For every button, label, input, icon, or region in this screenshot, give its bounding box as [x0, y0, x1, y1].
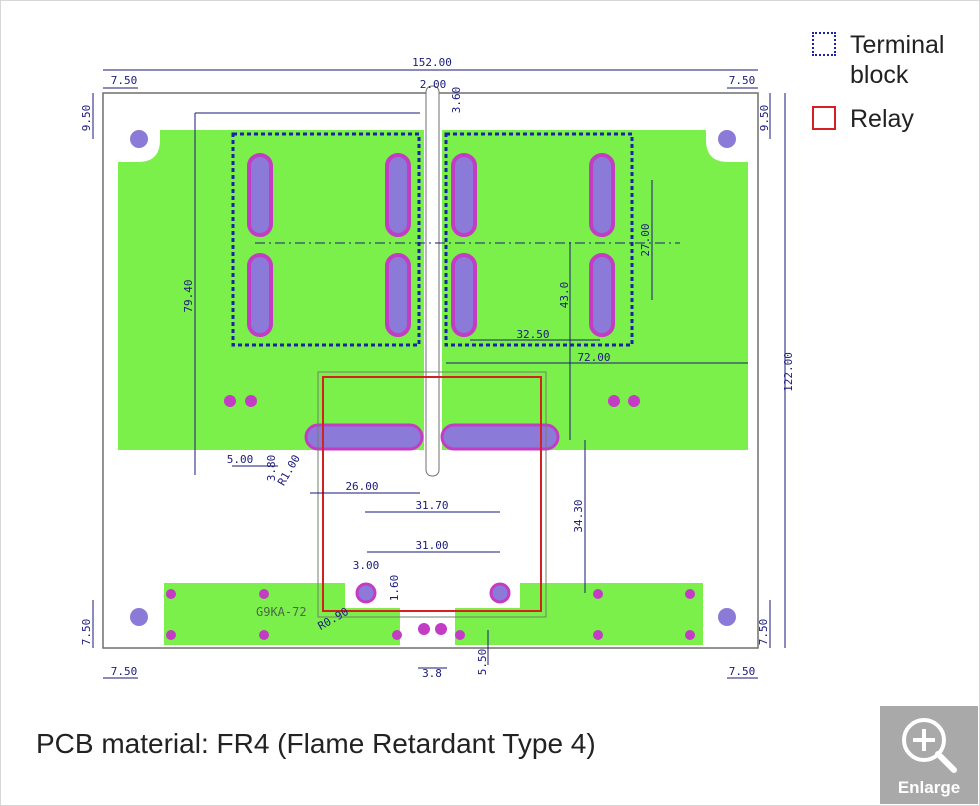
- small-pads: [166, 395, 695, 640]
- dim-31: 31.00: [415, 539, 448, 552]
- dim-slot-offset: 3.60: [450, 87, 463, 114]
- isolation-slot: [425, 85, 440, 477]
- relay-pad-right: [440, 423, 560, 451]
- relay-swatch: [812, 106, 836, 130]
- legend-label-relay: Relay: [850, 105, 914, 133]
- legend-item-relay: Relay: [812, 104, 970, 134]
- legend: Terminal block Relay: [812, 30, 970, 148]
- dim-34-3: 34.30: [572, 499, 585, 532]
- board-label: G9KA-72: [256, 605, 307, 619]
- copper-bottom-right: [455, 583, 703, 645]
- dim-top-left-v: 9.50: [80, 105, 93, 132]
- dim-height-79: 79.40: [182, 279, 195, 312]
- enlarge-label: Enlarge: [897, 778, 961, 797]
- terminal-block-left: [231, 132, 421, 347]
- dim-3-8: 3.80: [265, 455, 278, 482]
- dim-top-right-v: 9.50: [758, 105, 771, 132]
- dim-height-43: 43.0: [558, 282, 571, 309]
- dim-31-7: 31.70: [415, 499, 448, 512]
- dim-slot-width: 2.00: [420, 78, 447, 91]
- relay-pad-left: [304, 423, 424, 451]
- dimension-lines: [92, 69, 786, 679]
- terminal-block-swatch: [812, 32, 836, 56]
- legend-item-terminal-block: Terminal block: [812, 30, 970, 90]
- relay-silk: [317, 371, 547, 618]
- dim-pitch-32: 32.50: [516, 328, 549, 341]
- dim-bottom-left-v: 7.50: [80, 619, 93, 646]
- dim-width-72: 72.00: [577, 351, 610, 364]
- dim-overall-width: 152.00: [412, 56, 452, 69]
- legend-label-terminal-block: Terminal block: [850, 31, 945, 89]
- copper-bottom-left: [164, 583, 400, 645]
- dim-1-6: 1.60: [388, 575, 401, 602]
- dim-bottom-right-v: 7.50: [757, 619, 770, 646]
- dim-3-8-bottom: 3.8: [422, 667, 442, 680]
- dim-pitch-27: 27.00: [639, 223, 652, 256]
- terminal-block-right: [444, 132, 634, 347]
- terminal-pads: [247, 153, 615, 337]
- caption: PCB material: FR4 (Flame Retardant Type …: [36, 728, 596, 759]
- dim-corner-right-top: 7.50: [729, 74, 756, 87]
- dim-overall-height: 122.00: [782, 352, 795, 392]
- dim-corner-left-bottom: 7.50: [111, 665, 138, 678]
- dim-corner-left-top: 7.50: [111, 74, 138, 87]
- mounting-holes: [130, 130, 736, 626]
- dim-corner-right-bottom: 7.50: [729, 665, 756, 678]
- dim-26: 26.00: [345, 480, 378, 493]
- dim-5: 5.00: [227, 453, 254, 466]
- enlarge-button[interactable]: Enlarge: [880, 706, 978, 804]
- relay-outline: [322, 376, 542, 612]
- dim-5-5: 5.50: [476, 649, 489, 676]
- zoom-in-icon: [902, 718, 957, 773]
- dim-3: 3.00: [353, 559, 380, 572]
